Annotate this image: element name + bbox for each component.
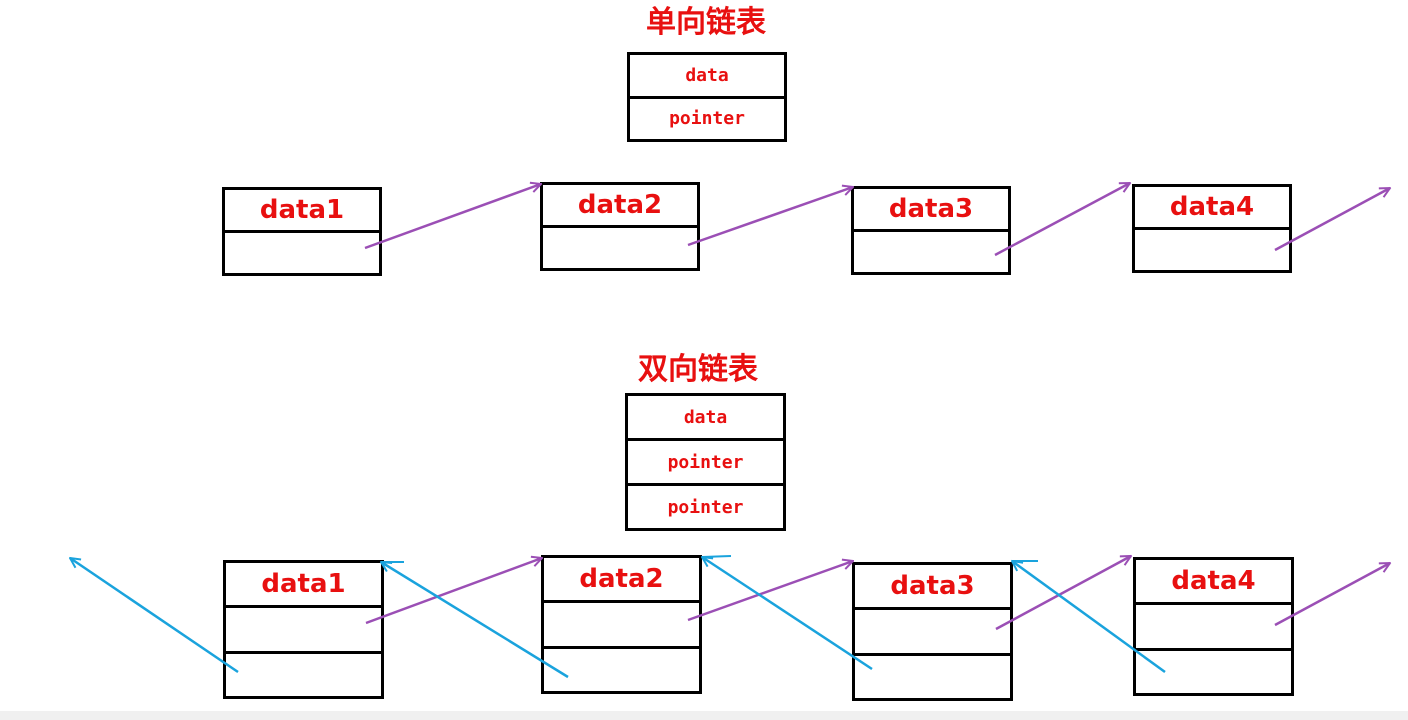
doubly-legend-node: data pointer pointer [625, 393, 786, 531]
singly-title: 单向链表 [646, 5, 766, 40]
node-next-pointer-field [1135, 230, 1289, 270]
singly-next-arrow-1 [364, 184, 541, 250]
singly-next-arrow-2 [687, 187, 853, 247]
node-data-field: data4 [1136, 560, 1291, 606]
node-data-field: data4 [1135, 187, 1289, 230]
legend-pointer-field: pointer [669, 108, 745, 130]
doubly-next-arrow-3 [995, 554, 1131, 631]
doubly-next-arrow-2 [687, 561, 853, 622]
node-prev-pointer-field [855, 656, 1010, 698]
node-data-field: data3 [855, 565, 1010, 611]
node-next-pointer-field [543, 228, 697, 268]
legend-pointer-field: pointer [628, 441, 783, 486]
node-data-field: data1 [225, 190, 379, 233]
legend-data-field: data [630, 55, 784, 99]
singly-node-4: data4 [1132, 184, 1292, 273]
node-next-pointer-field [226, 608, 381, 654]
doubly-node-1: data1 [223, 560, 384, 699]
node-next-pointer-field [855, 610, 1010, 656]
doubly-prev-arrow-1 [70, 558, 239, 674]
doubly-prev-arrow-3 [702, 557, 873, 671]
singly-node-3: data3 [851, 186, 1011, 275]
singly-node-2: data2 [540, 182, 700, 271]
doubly-prev-arrow-2 [381, 562, 569, 679]
node-data-field: data2 [543, 185, 697, 228]
singly-node-1: data1 [222, 187, 382, 276]
node-prev-pointer-field [1136, 651, 1291, 693]
singly-legend-node: data pointer [627, 52, 787, 142]
doubly-next-arrow-1 [365, 558, 542, 625]
doubly-node-2: data2 [541, 555, 702, 694]
node-next-pointer-field [854, 232, 1008, 272]
node-data-field: data3 [854, 189, 1008, 232]
bottom-strip [0, 711, 1408, 720]
doubly-node-3: data3 [852, 562, 1013, 701]
legend-data-field: data [628, 396, 783, 441]
node-data-field: data2 [544, 558, 699, 604]
node-prev-pointer-field [226, 654, 381, 696]
prev-head-tick-2 [701, 555, 732, 558]
singly-next-arrow-4 [1274, 186, 1390, 252]
node-next-pointer-field [225, 233, 379, 273]
singly-next-arrow-3 [994, 181, 1130, 257]
legend-pointer-field: pointer [667, 496, 744, 518]
node-next-pointer-field [544, 603, 699, 649]
node-next-pointer-field [1136, 605, 1291, 651]
node-prev-pointer-field [544, 649, 699, 691]
doubly-title: 双向链表 [638, 352, 758, 387]
doubly-node-4: data4 [1133, 557, 1294, 696]
node-data-field: data1 [226, 563, 381, 609]
